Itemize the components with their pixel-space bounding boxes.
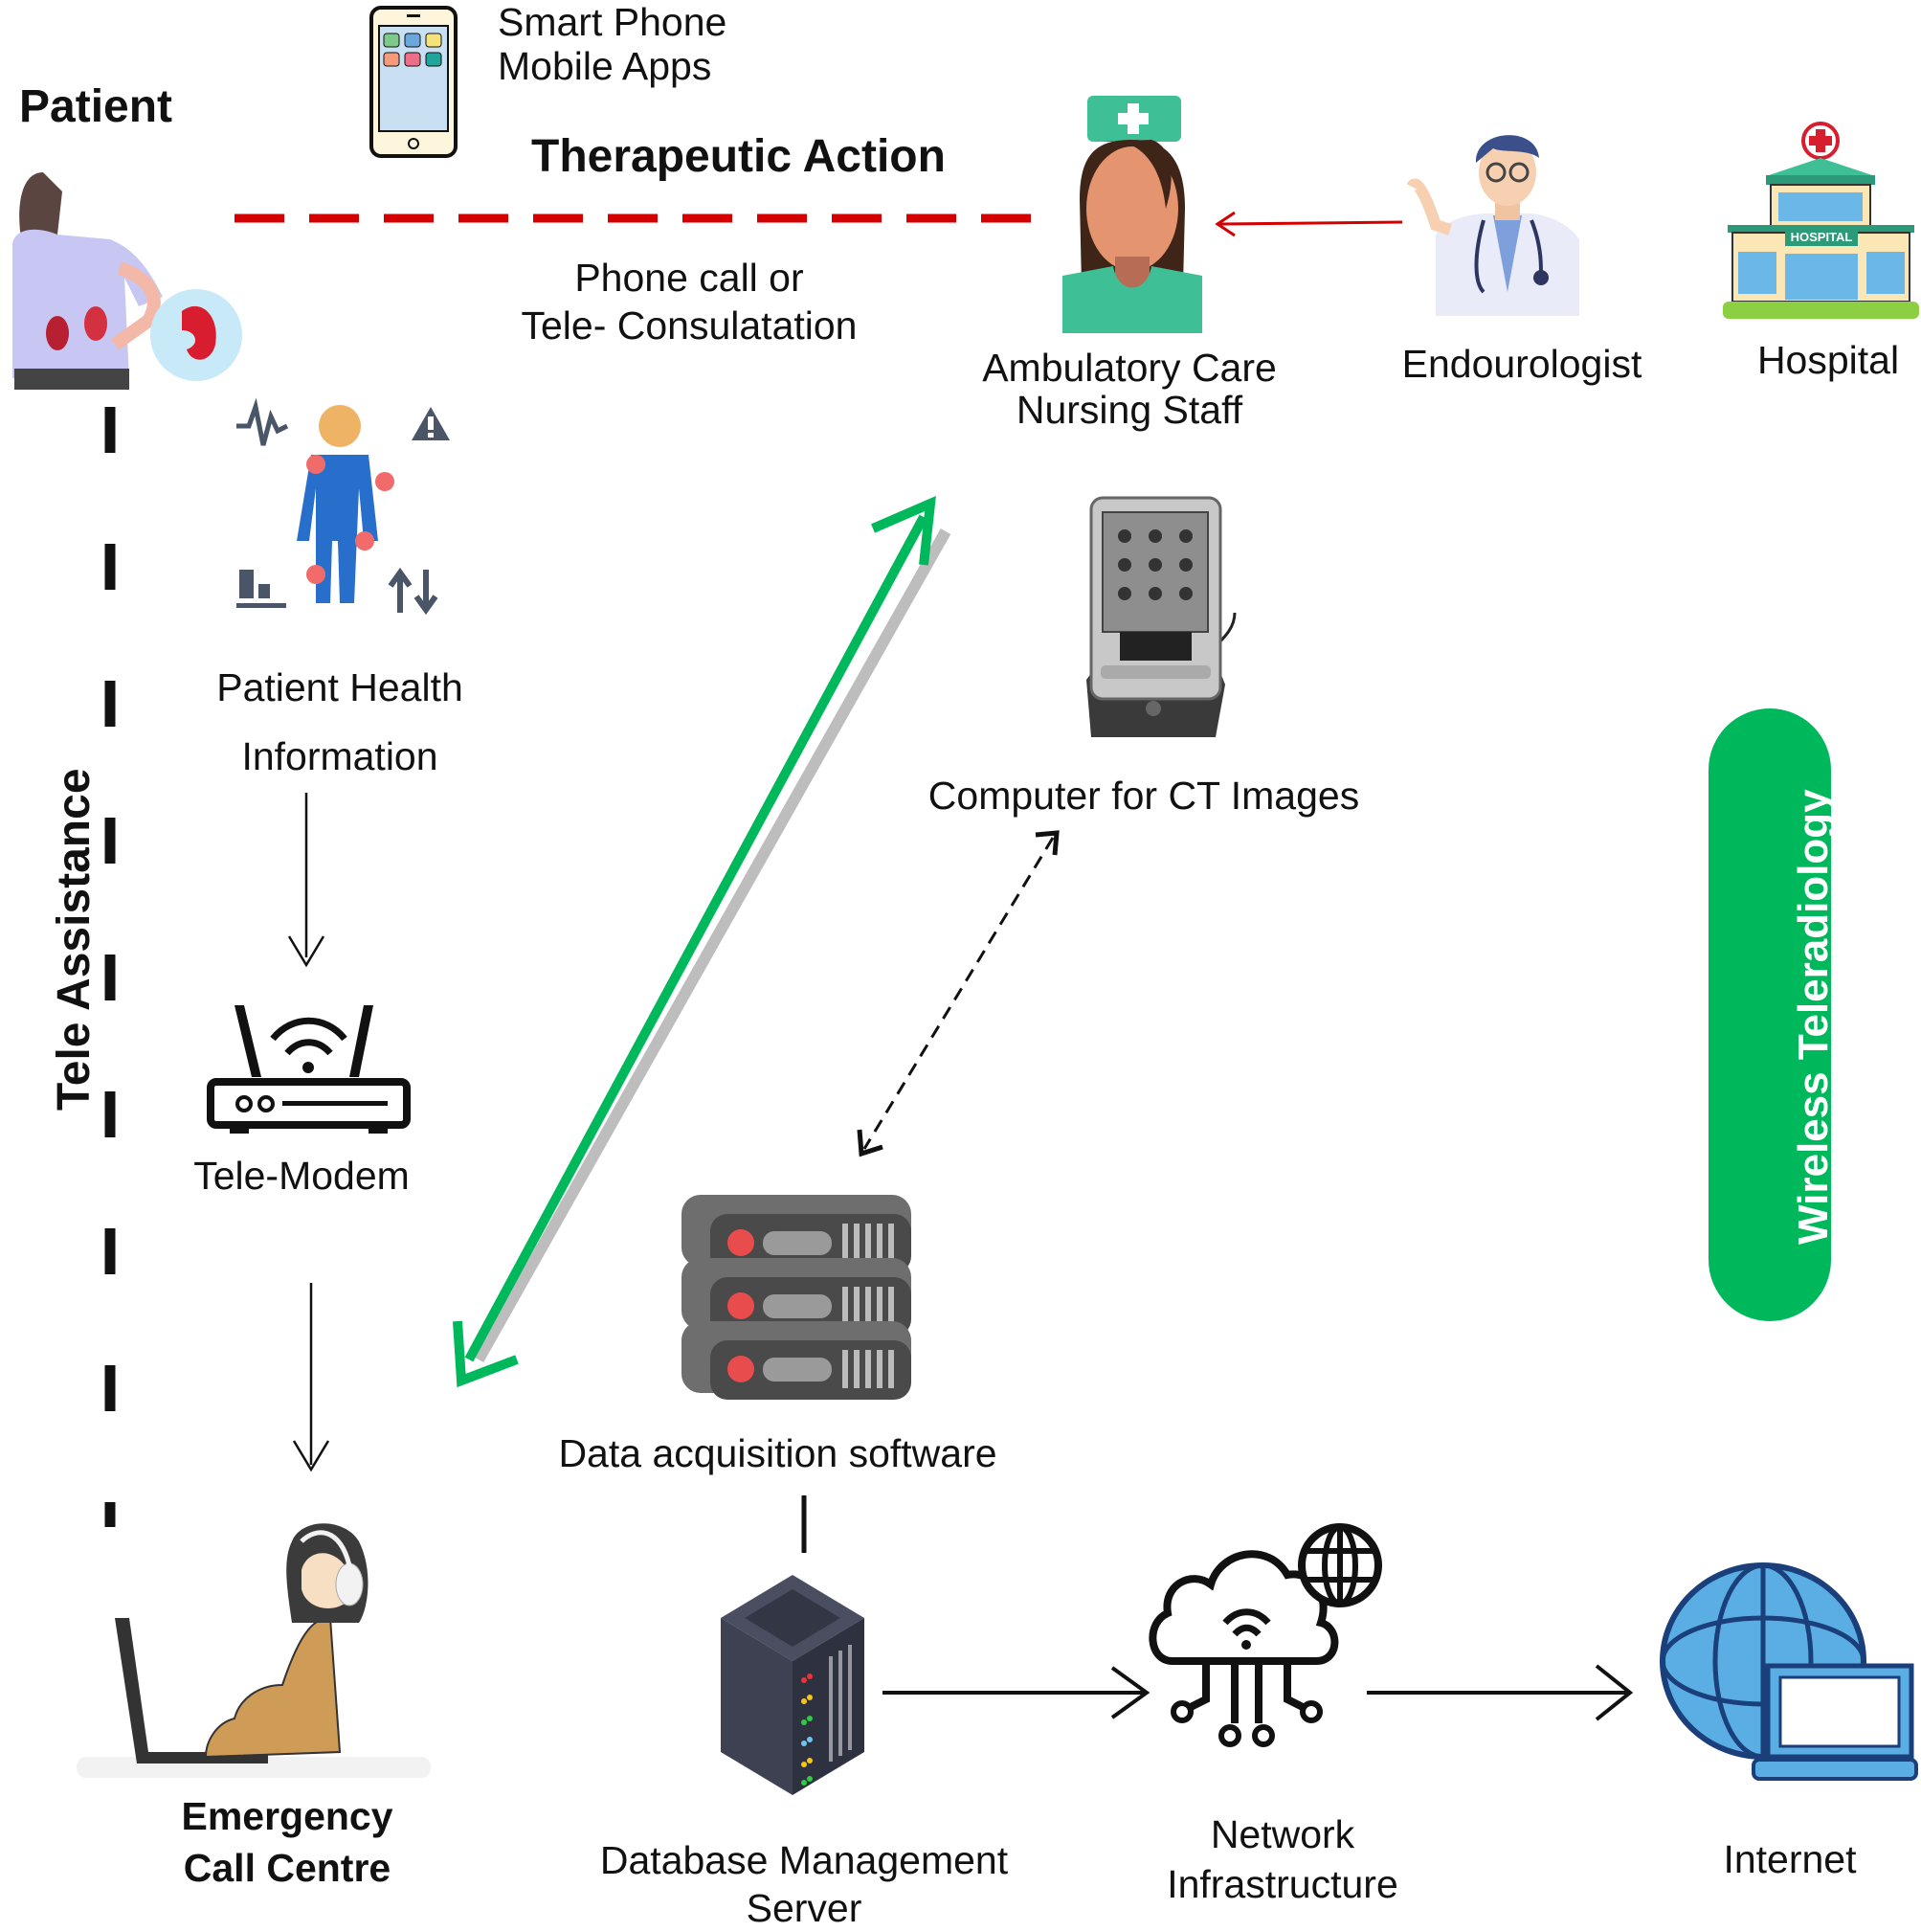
patient-health-info-icon [236,397,450,616]
therapeutic-action-label: Therapeutic Action [531,131,946,182]
database-server-label: Database Management Server [555,1836,1053,1932]
red-arrowhead [1215,211,1236,237]
data-acquisition-server-stack-icon [681,1195,911,1400]
data-acquisition-label: Data acquisition software [558,1431,997,1475]
phi-label-line2: Information [241,734,438,778]
smartphone-label-line2: Mobile Apps [498,44,712,88]
internet-globe-computer-icon [1660,1562,1918,1781]
database-server-icon [721,1575,864,1795]
emergency-label-line2: Call Centre [183,1846,391,1890]
network-infrastructure-label: Network Infrastructure [1129,1809,1436,1909]
green-arrowhead-top [871,495,936,566]
phi-label-line1: Patient Health [216,665,463,709]
nurse-icon [1062,96,1202,333]
phone-call-label-line1: Phone call or [574,256,804,300]
hospital-sign-text: HOSPITAL [1791,230,1853,244]
patient-label: Patient [19,81,173,132]
endourologist-label: Endourologist [1401,342,1642,386]
nursing-staff-label: Ambulatory Care Nursing Staff [948,347,1311,431]
network-label-line1: Network [1210,1812,1355,1856]
ct-computer-label: Computer for CT Images [927,774,1360,818]
wireless-teleradiology-label: Wireless Teleradiology [1790,789,1837,1245]
patient-health-info-label: Patient Health Information [191,653,488,791]
wireless-teleradiology-pill [1709,708,1831,1321]
smartphone-icon [369,6,458,158]
emergency-label-line1: Emergency [181,1794,393,1838]
nursing-label-line2: Nursing Staff [1016,388,1243,432]
smartphone-label-line1: Smart Phone [498,0,727,44]
server-unit [681,1321,911,1400]
internet-label: Internet [1723,1837,1857,1881]
endourologist-icon [1407,135,1579,316]
call-centre-agent-icon [77,1523,431,1778]
nursing-label-line1: Ambulatory Care [982,346,1277,390]
ct-to-acquisition-dashed-arrow [862,837,1055,1150]
hospital-label: Hospital [1756,338,1900,382]
tele-assistance-label: Tele Assistance [49,768,100,1111]
network-label-line2: Infrastructure [1167,1862,1398,1906]
tele-modem-icon [207,1005,411,1134]
network-infrastructure-icon [1149,1523,1382,1747]
hospital-icon: HOSPITAL [1723,122,1919,319]
tele-modem-label: Tele-Modem [193,1154,410,1198]
phone-call-label: Phone call or Tele- Consulatation [483,254,895,349]
phone-call-label-line2: Tele- Consulatation [521,303,858,348]
green-arrowhead-bottom [453,1320,519,1388]
patient-kidney-icon [12,172,242,390]
dbms-label-line1: Database Management [599,1838,1009,1882]
ct-computer-pda-icon [1086,496,1237,737]
endourologist-to-nurse-arrow [1219,220,1403,226]
smartphone-label: Smart Phone Mobile Apps [498,0,726,88]
dbms-label-line2: Server [746,1886,862,1930]
emergency-call-centre-label: Emergency Call Centre [134,1790,440,1894]
